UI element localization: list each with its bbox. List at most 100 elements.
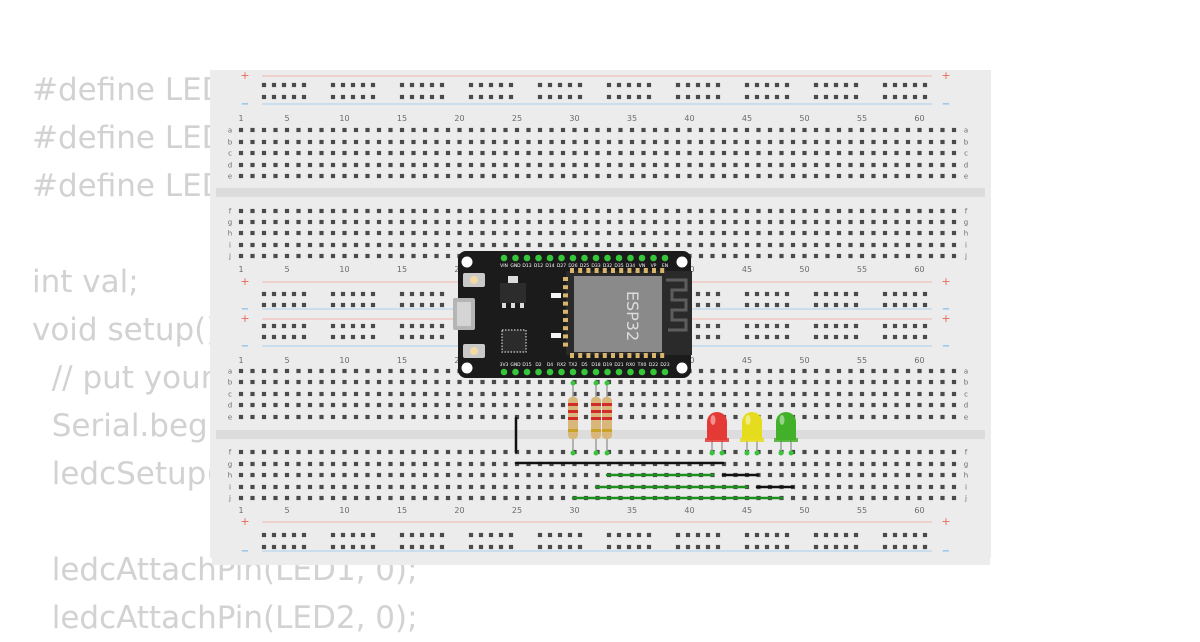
rail-hole — [685, 532, 691, 538]
column-number: 55 — [857, 114, 867, 123]
terminal-hole — [319, 368, 324, 374]
terminal-hole — [273, 173, 278, 179]
terminal-hole — [549, 208, 554, 214]
terminal-hole — [618, 391, 623, 397]
terminal-hole — [595, 242, 600, 248]
terminal-hole — [480, 379, 485, 385]
terminal-hole — [250, 368, 255, 374]
rail-hole — [488, 82, 494, 88]
rail-hole — [626, 544, 632, 550]
resistor-band — [591, 410, 601, 413]
rail-hole — [439, 532, 445, 538]
row-letter: c — [228, 150, 232, 158]
terminal-hole — [756, 242, 761, 248]
row-letter: b — [228, 139, 233, 147]
terminal-hole — [848, 208, 853, 214]
rail-hole — [330, 323, 336, 329]
terminal-hole — [917, 242, 922, 248]
terminal-hole — [399, 230, 405, 236]
terminal-hole — [399, 127, 405, 133]
rail-hole — [340, 544, 346, 550]
terminal-hole — [951, 173, 957, 179]
rail-hole — [567, 94, 573, 100]
rail-hole — [508, 82, 514, 88]
terminal-hole — [767, 127, 773, 133]
rail-hole — [350, 94, 356, 100]
terminal-hole — [399, 219, 405, 225]
terminal-hole — [756, 150, 761, 156]
row-letter: i — [229, 484, 231, 492]
terminal-hole — [951, 391, 957, 397]
column-number: 50 — [799, 114, 809, 123]
rail-hole — [695, 291, 701, 297]
rail-hole — [291, 291, 297, 297]
terminal-hole — [365, 449, 370, 455]
rail-hole — [764, 94, 770, 100]
rail-hole — [882, 323, 888, 329]
terminal-hole — [940, 379, 945, 385]
rail-hole — [429, 323, 435, 329]
terminal-hole — [871, 368, 876, 374]
terminal-hole — [388, 162, 393, 168]
column-number: 15 — [397, 506, 407, 515]
terminal-hole — [721, 173, 727, 179]
terminal-hole — [940, 391, 945, 397]
terminal-hole — [905, 173, 911, 179]
terminal-hole — [698, 219, 704, 225]
terminal-hole — [261, 127, 267, 133]
terminal-hole — [894, 368, 899, 374]
terminal-hole — [802, 402, 807, 408]
terminal-hole — [445, 449, 451, 455]
terminal-hole — [917, 253, 922, 259]
terminal-hole — [365, 368, 370, 374]
esp32-board[interactable]: VIN3V3GNDGNDD13D15D12D2D14D4D27RX2D26TX2… — [453, 251, 692, 378]
terminal-hole — [537, 414, 543, 420]
rail-hole — [478, 544, 484, 550]
rail-hole — [626, 94, 632, 100]
terminal-hole — [514, 242, 520, 248]
rail-hole — [419, 544, 425, 550]
column-number: 45 — [742, 265, 752, 274]
terminal-hole — [388, 484, 393, 490]
terminal-hole — [871, 391, 876, 397]
terminal-hole — [629, 127, 635, 133]
module-pad — [643, 353, 648, 358]
rail-hole — [261, 291, 267, 297]
terminal-hole — [261, 472, 267, 478]
rail-hole — [882, 302, 888, 308]
terminal-hole — [376, 139, 382, 145]
terminal-hole — [514, 127, 520, 133]
terminal-hole — [376, 449, 382, 455]
terminal-hole — [330, 127, 336, 133]
terminal-hole — [779, 208, 784, 214]
row-letter: j — [228, 253, 231, 261]
row-letter: g — [228, 219, 232, 227]
terminal-hole — [894, 449, 899, 455]
terminal-hole — [457, 127, 462, 133]
rail-hole — [360, 532, 366, 538]
terminal-hole — [836, 173, 842, 179]
terminal-hole — [629, 230, 635, 236]
terminal-hole — [905, 449, 911, 455]
terminal-hole — [871, 208, 876, 214]
terminal-hole — [825, 230, 830, 236]
terminal-hole — [767, 379, 773, 385]
terminal-hole — [353, 253, 359, 259]
esp32-pin-label: GND — [510, 362, 521, 368]
column-number: 25 — [512, 506, 522, 515]
rail-hole — [360, 82, 366, 88]
rail-hole — [744, 82, 750, 88]
terminal-hole — [445, 368, 451, 374]
terminal-hole — [273, 484, 278, 490]
terminal-hole — [652, 162, 658, 168]
module-pad — [611, 268, 615, 273]
rail-hole — [508, 544, 514, 550]
terminal-hole — [330, 379, 336, 385]
terminal-hole — [238, 484, 244, 490]
terminal-hole — [330, 150, 336, 156]
rail-hole — [301, 291, 307, 297]
terminal-hole — [825, 208, 830, 214]
terminal-hole — [284, 230, 290, 236]
terminal-hole — [560, 139, 566, 145]
rail-hole — [823, 291, 829, 297]
